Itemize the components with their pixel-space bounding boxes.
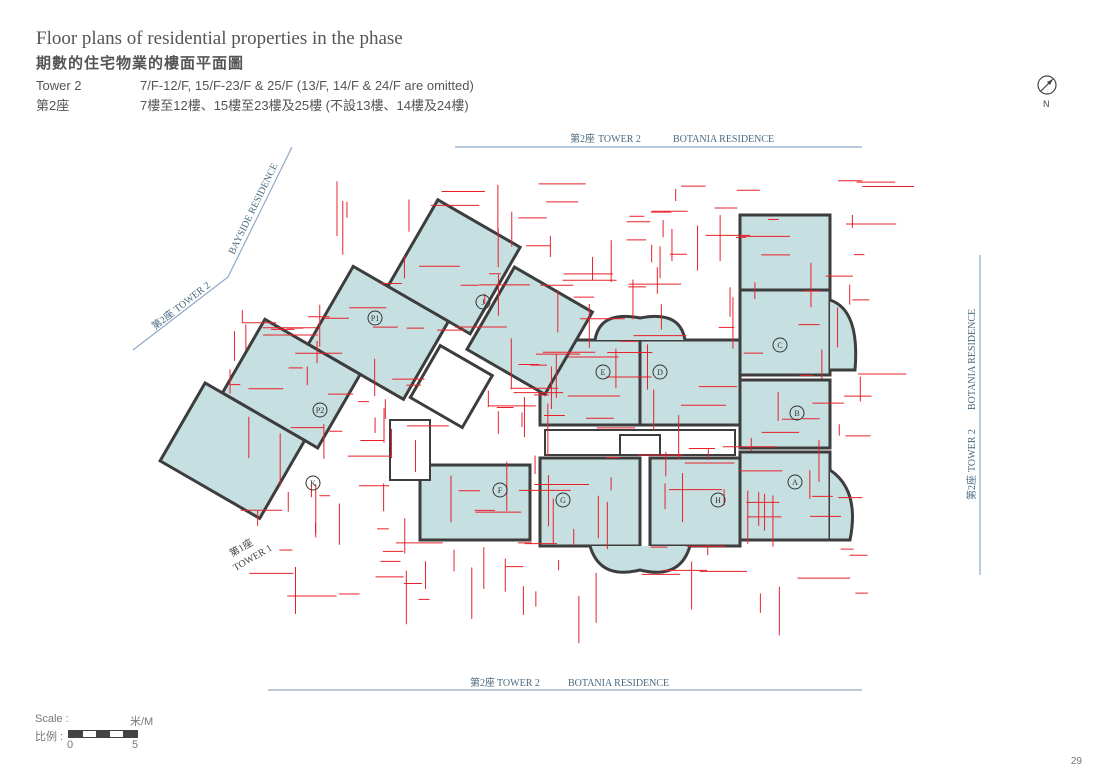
svg-text:B: B	[794, 409, 799, 418]
svg-text:G: G	[560, 496, 566, 505]
unit-label-b: B	[789, 405, 805, 421]
unit-label-p2: P2	[312, 402, 328, 418]
frontage-top-residence: BOTANIA RESIDENCE	[673, 134, 774, 145]
scale-unit: 米/M	[130, 716, 154, 728]
unit-label-h: H	[710, 492, 726, 508]
frontage-line-left	[132, 146, 293, 351]
svg-text:H: H	[715, 496, 721, 505]
scale-label-en: Scale :	[35, 713, 69, 725]
svg-text:K: K	[310, 479, 316, 488]
scale-label-zh: 比例 :	[35, 731, 64, 743]
bay-window	[588, 545, 692, 574]
frontage-top-zh: 第2座	[570, 132, 595, 145]
svg-text:P2: P2	[316, 406, 324, 415]
core	[389, 419, 736, 481]
north-arrow-icon: N	[1037, 75, 1057, 109]
frontage-right-tower: TOWER 2	[967, 429, 978, 472]
svg-text:F: F	[498, 486, 503, 495]
lift-lobby	[408, 343, 495, 430]
unit-label-e: E	[595, 364, 611, 380]
unit-top-right-area	[738, 213, 832, 292]
frontage-bottom-tower: TOWER 2	[497, 678, 540, 689]
unit-label-c: C	[772, 337, 788, 353]
unit-b-area	[738, 378, 832, 450]
tower-label-en: Tower 2	[36, 78, 82, 93]
unit-c-area	[738, 288, 832, 377]
tower-label-zh: 第2座	[36, 98, 70, 113]
scale-bar	[68, 730, 138, 738]
frontage-top-tower: TOWER 2	[598, 134, 641, 145]
north-label: N	[1043, 99, 1050, 109]
frontage-right-residence: BOTANIA RESIDENCE	[967, 309, 978, 410]
stair-left	[389, 419, 431, 481]
frontage-left-residence: BAYSIDE RESIDENCE	[227, 162, 281, 257]
scale-end: 5	[132, 739, 139, 751]
svg-text:J: J	[481, 298, 484, 307]
svg-text:C: C	[777, 341, 782, 350]
bay-window	[829, 298, 858, 372]
unit-d-area	[638, 338, 742, 427]
frontage-left-tower: TOWER 2	[172, 280, 213, 315]
dimension-lines	[229, 180, 915, 644]
frontage-left-zh: 第2座	[149, 307, 177, 333]
frontage-bottom-zh: 第2座	[470, 676, 495, 689]
frontage-right-zh: 第2座	[965, 475, 978, 500]
page-number: 29	[1070, 756, 1082, 767]
frontage-bottom-residence: BOTANIA RESIDENCE	[568, 678, 669, 689]
unit-g-area	[538, 456, 642, 548]
unit-label-f: F	[492, 482, 508, 498]
unit-label-d: D	[652, 364, 668, 380]
unit-k-area	[158, 380, 307, 521]
bay-window	[829, 468, 854, 542]
scale-start: 0	[67, 739, 74, 751]
bay-window	[593, 314, 687, 341]
unit-label-j: J	[475, 294, 491, 310]
unit-h-area	[648, 456, 742, 548]
floors-zh: 7樓至12樓、15樓至23樓及25樓 (不設13樓、14樓及24樓)	[140, 98, 469, 113]
unit-label-p1: P1	[367, 310, 383, 326]
page-title-en: Floor plans of residential properties in…	[36, 28, 403, 49]
frontage-lines	[132, 146, 981, 691]
svg-text:D: D	[657, 368, 663, 377]
svg-text:A: A	[792, 478, 798, 487]
svg-text:P1: P1	[371, 314, 379, 323]
svg-text:E: E	[601, 368, 606, 377]
left-wing	[158, 197, 595, 521]
unit-label-a: A	[787, 474, 803, 490]
stair	[619, 434, 661, 456]
floors-en: 7/F-12/F, 15/F-23/F & 25/F (13/F, 14/F &…	[140, 78, 474, 93]
unit-f-area	[418, 463, 532, 542]
unit-label-k: K	[305, 475, 321, 491]
page-title-zh: 期數的住宅物業的樓面平面圖	[36, 55, 245, 72]
unit-label-g: G	[555, 492, 571, 508]
